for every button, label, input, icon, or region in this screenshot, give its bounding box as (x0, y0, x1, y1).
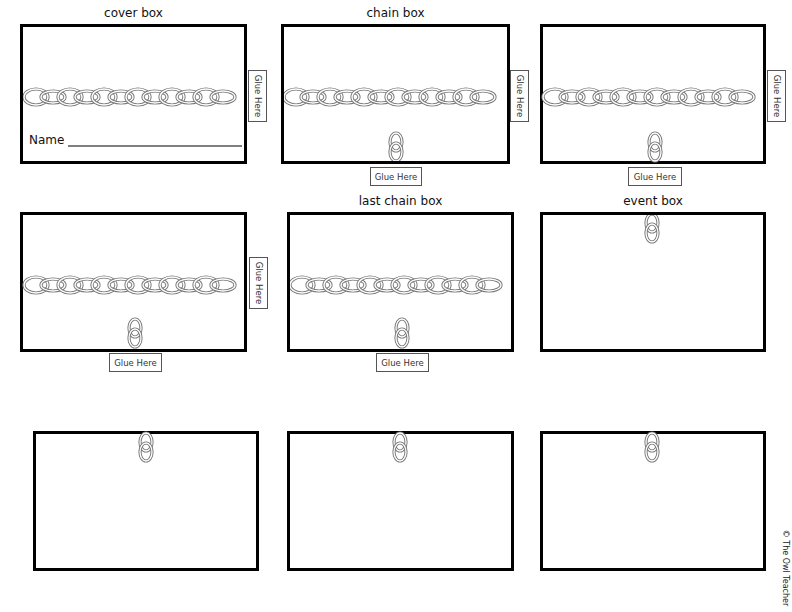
glue-label: Glue Here (253, 75, 263, 117)
chain-link-core (211, 279, 235, 291)
chain-link (649, 143, 661, 161)
chain (24, 89, 235, 105)
glue-label: Glue Here (772, 75, 782, 117)
chain-link-core (646, 443, 658, 461)
chain-link (211, 279, 235, 291)
glue-tab: Glue Here (249, 257, 268, 309)
chain-link (390, 143, 402, 161)
glue-label: Glue Here (114, 358, 156, 368)
glue-tab: Glue Here (628, 167, 682, 186)
chain-link-core (396, 329, 408, 347)
hanging-links (390, 133, 402, 161)
panel-box (542, 26, 765, 163)
chain-link (140, 443, 152, 461)
chain-link (471, 91, 495, 103)
chain-link (396, 329, 408, 347)
hanging-links (649, 133, 661, 161)
panel-box (22, 214, 246, 351)
chain-link-core (394, 443, 406, 461)
box-heading: event box (623, 194, 683, 208)
hanging-links (646, 214, 658, 242)
chain (543, 89, 754, 105)
glue-tab: Glue Here (370, 167, 422, 186)
hanging-links (140, 433, 152, 461)
glue-tab: Glue Here (376, 353, 429, 372)
glue-tab: Glue Here (767, 70, 786, 122)
glue-label: Glue Here (254, 262, 264, 304)
box-heading: chain box (366, 6, 424, 20)
chain-link (646, 224, 658, 242)
panel-box (289, 433, 513, 570)
panel-box (35, 433, 258, 570)
glue-tab: Glue Here (248, 70, 267, 122)
chain-link (477, 279, 501, 291)
field-label: Name (29, 133, 64, 147)
glue-label: Glue Here (634, 172, 676, 182)
drawing (22, 26, 765, 570)
chain-link (646, 443, 658, 461)
box-heading: cover box (104, 6, 163, 20)
name-line (68, 146, 242, 147)
template-box: cover boxName (20, 24, 247, 164)
chain-link (129, 329, 141, 347)
chain-link-core (129, 329, 141, 347)
chain (290, 277, 501, 293)
template-box: chain box (281, 24, 510, 164)
chain-link-core (649, 143, 661, 161)
hanging-links (396, 319, 408, 347)
chain-link-core (211, 91, 235, 103)
chain-link-core (646, 224, 658, 242)
chain-link-core (730, 91, 754, 103)
chain-link (730, 91, 754, 103)
glue-tab: Glue Here (510, 70, 529, 122)
chain-link-core (471, 91, 495, 103)
hanging-links (646, 433, 658, 461)
chain-link (394, 443, 406, 461)
template-box: event box (540, 212, 766, 352)
hanging-links (129, 319, 141, 347)
chain-link-core (140, 443, 152, 461)
box-heading: last chain box (359, 194, 442, 208)
chain (24, 277, 235, 293)
glue-label: Glue Here (381, 358, 423, 368)
hanging-links (394, 433, 406, 461)
glue-tab: Glue Here (109, 353, 162, 372)
chain-link (211, 91, 235, 103)
glue-label: Glue Here (515, 75, 525, 117)
chain (284, 89, 495, 105)
panel-box (542, 433, 765, 570)
copyright-note: © The Owl Teacher (781, 530, 790, 607)
chain-link-core (477, 279, 501, 291)
template-box: last chain box (287, 212, 514, 352)
chain-link-core (390, 143, 402, 161)
glue-label: Glue Here (375, 172, 417, 182)
